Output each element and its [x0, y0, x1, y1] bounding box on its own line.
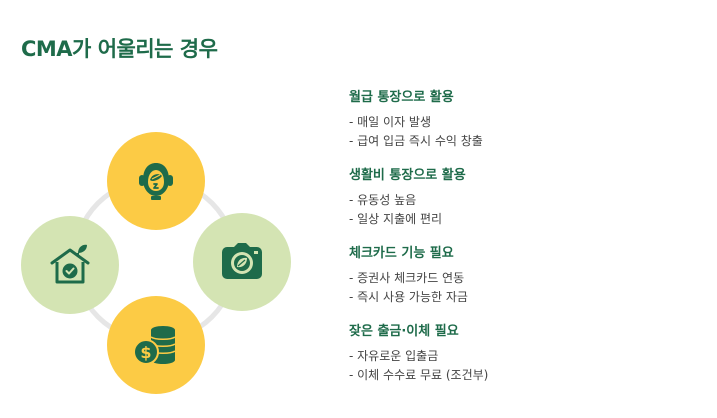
- section-title: 월급 통장으로 활용: [349, 90, 454, 105]
- section-frequent-transfer: 잦은 출금·이체 필요 - 자유로운 입출금 - 이체 수수료 무료 (조건부): [349, 323, 699, 385]
- coins-dollar-icon: $: [132, 323, 180, 367]
- svg-text:$: $: [140, 343, 151, 362]
- house-check-icon: [47, 242, 93, 288]
- bullet-list: - 유동성 높음 - 일상 지출에 편리: [349, 191, 699, 229]
- bullet-item: - 이체 수수료 무료 (조건부): [349, 368, 489, 382]
- node-bottom: $: [107, 296, 205, 394]
- bullet-item: - 일상 지출에 편리: [349, 212, 443, 226]
- bullet-list: - 매일 이자 발생 - 급여 입금 즉시 수익 창출: [349, 113, 699, 151]
- bullet-item: - 즉시 사용 가능한 자금: [349, 290, 468, 304]
- page-title: CMA가 어울리는 경우: [21, 37, 218, 61]
- bullet-item: - 유동성 높음: [349, 193, 417, 207]
- camera-leaf-icon: [219, 241, 265, 283]
- bullet-item: - 급여 입금 즉시 수익 창출: [349, 134, 483, 148]
- section-title: 체크카드 기능 필요: [349, 246, 454, 261]
- person-leaf-icon: [133, 158, 179, 204]
- node-right: [193, 213, 291, 311]
- section-salary-account: 월급 통장으로 활용 - 매일 이자 발생 - 급여 입금 즉시 수익 창출: [349, 89, 699, 151]
- section-title: 생활비 통장으로 활용: [349, 168, 466, 183]
- bullet-item: - 매일 이자 발생: [349, 115, 432, 129]
- bullet-list: - 자유로운 입출금 - 이체 수수료 무료 (조건부): [349, 347, 699, 385]
- section-check-card: 체크카드 기능 필요 - 증권사 체크카드 연동 - 즉시 사용 가능한 자금: [349, 245, 699, 307]
- bullet-item: - 자유로운 입출금: [349, 349, 439, 363]
- cycle-diagram: $: [0, 0, 300, 418]
- bullet-list: - 증권사 체크카드 연동 - 즉시 사용 가능한 자금: [349, 269, 699, 307]
- node-left: [21, 216, 119, 314]
- section-title: 잦은 출금·이체 필요: [349, 324, 459, 339]
- bullet-item: - 증권사 체크카드 연동: [349, 271, 465, 285]
- section-living-expense-account: 생활비 통장으로 활용 - 유동성 높음 - 일상 지출에 편리: [349, 167, 699, 229]
- node-top: [107, 132, 205, 230]
- use-case-list: 월급 통장으로 활용 - 매일 이자 발생 - 급여 입금 즉시 수익 창출 생…: [349, 89, 699, 401]
